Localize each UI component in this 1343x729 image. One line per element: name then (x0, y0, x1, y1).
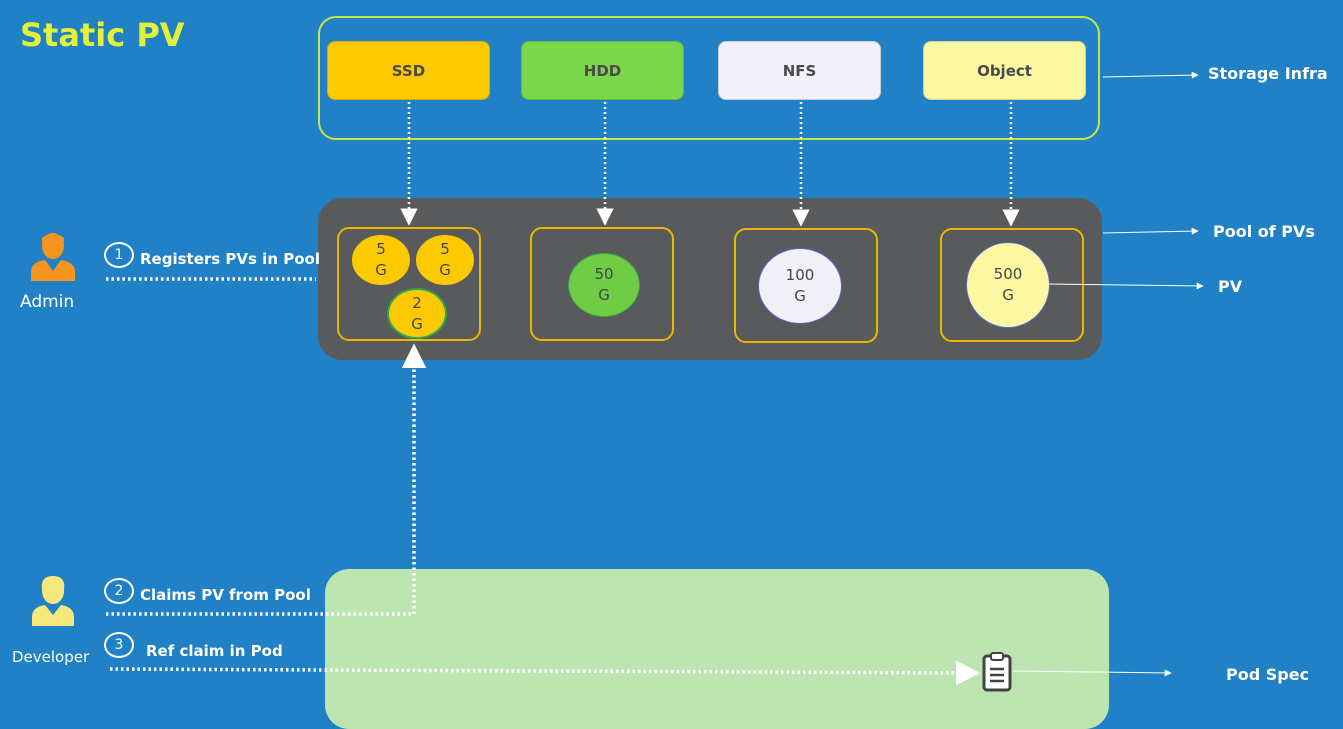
storage-infra-frame (318, 16, 1100, 140)
developer-icon (30, 574, 76, 626)
page-title: Static PV (20, 16, 185, 54)
step-1-text: Registers PVs in Pool (140, 250, 320, 268)
pv-unit: G (598, 286, 610, 304)
pv-size: 5 (376, 240, 386, 258)
pv-object-500g[interactable]: 500 G (966, 242, 1050, 328)
pv-nfs-100g[interactable]: 100 G (758, 248, 842, 324)
step-1-badge: 1 (104, 242, 134, 268)
pv-size: 500 (993, 265, 1023, 283)
pv-size: 50 (594, 265, 614, 283)
pool-of-pvs-label: Pool of PVs (1213, 222, 1315, 241)
clipboard-icon[interactable] (981, 652, 1013, 692)
pv-unit: G (439, 261, 451, 279)
pv-unit: G (794, 287, 806, 305)
pv-group-ssd: 5 G 5 G 2 G (337, 227, 481, 341)
pool-pointer (1102, 227, 1199, 235)
step-3-text: Ref claim in Pod (146, 642, 283, 660)
pod-spec-pointer (1012, 669, 1172, 677)
pv-group-nfs: 100 G (734, 228, 878, 343)
connector-lines (106, 71, 1204, 686)
pv-pointer (1046, 282, 1204, 290)
storage-infra-pointer (1102, 71, 1199, 79)
pv-size: 2 (412, 293, 422, 312)
pv-ssd-2g[interactable]: 2 G (387, 288, 447, 339)
pv-unit: G (1002, 286, 1014, 304)
storage-box-hdd[interactable]: HDD (521, 41, 684, 100)
step-2-text: Claims PV from Pool (140, 586, 311, 604)
pod-spec-label: Pod Spec (1226, 665, 1310, 684)
pv-unit: G (411, 314, 423, 333)
storage-infra-label: Storage Infra (1208, 64, 1328, 83)
pv-size: 100 (785, 266, 815, 284)
pv-group-hdd: 50 G (530, 227, 674, 341)
developer-label: Developer (12, 648, 90, 666)
developer-claim-line (106, 343, 427, 616)
storage-box-ssd[interactable]: SSD (327, 41, 490, 100)
pv-unit: G (375, 261, 387, 279)
step-3-badge: 3 (104, 632, 134, 658)
pv-hdd-50g[interactable]: 50 G (568, 253, 640, 317)
pv-size: 5 (440, 240, 450, 258)
storage-box-nfs[interactable]: NFS (718, 41, 881, 100)
pv-ssd-5g-b[interactable]: 5 G (416, 235, 474, 285)
pod-ref-line (109, 660, 981, 686)
storage-box-object[interactable]: Object (923, 41, 1086, 100)
pv-label: PV (1218, 277, 1243, 296)
admin-icon (28, 229, 78, 281)
pv-group-object: 500 G (940, 228, 1084, 342)
pv-ssd-5g-a[interactable]: 5 G (352, 235, 410, 285)
step-2-badge: 2 (104, 578, 134, 604)
admin-label: Admin (20, 292, 75, 312)
